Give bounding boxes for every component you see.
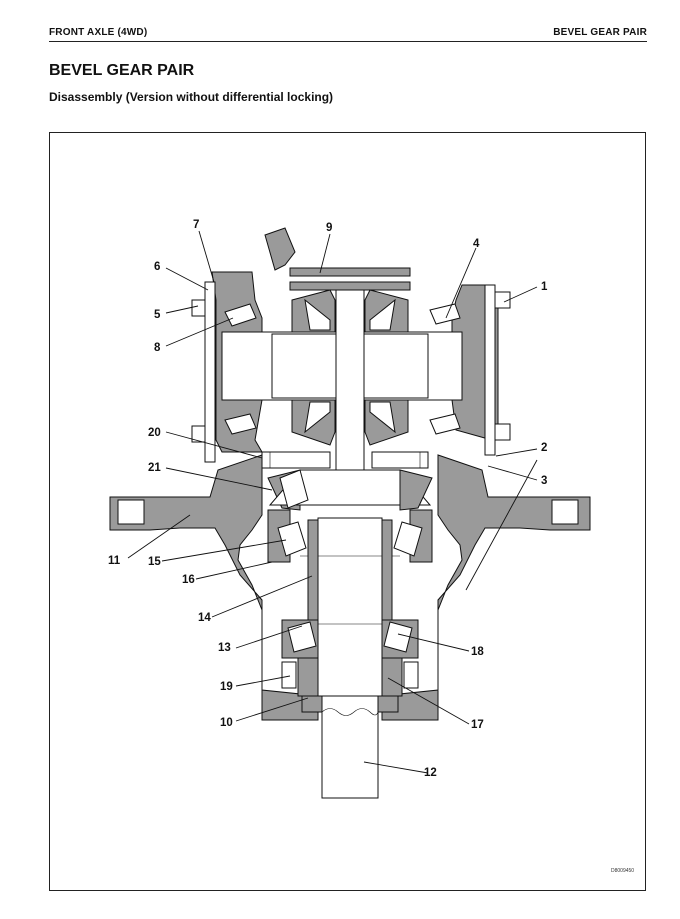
callout-19: 19 [220,681,233,693]
page-subtitle: Disassembly (Version without differentia… [49,90,334,104]
callout-8: 8 [154,342,161,354]
header-topic: BEVEL GEAR PAIR [553,27,647,38]
callout-5: 5 [154,309,161,321]
callout-1: 1 [541,281,548,293]
callout-11: 11 [108,555,121,567]
callout-16: 16 [182,574,195,586]
callout-6: 6 [154,261,160,273]
figure-code: D8009450 [611,868,634,874]
figure-frame [49,132,646,891]
callout-10: 10 [220,717,233,729]
callout-7: 7 [193,219,199,231]
callout-labels: 1 2 3 4 5 6 7 8 9 10 11 12 13 14 15 16 1… [108,219,548,779]
callout-15: 15 [148,556,161,568]
callout-18: 18 [471,646,484,658]
page-title: BEVEL GEAR PAIR [49,62,195,79]
callout-21: 21 [148,462,161,474]
callout-17: 17 [471,719,484,731]
leader-lines [127,230,538,774]
header-rule [49,41,647,42]
pinion-bearings [281,619,419,713]
crown-wheel-bolts [261,451,429,469]
side-bearings [191,281,511,463]
callout-2: 2 [541,442,547,454]
axle-housing [109,454,591,721]
callout-4: 4 [473,238,480,250]
header-section-title: FRONT AXLE (4WD) [49,27,148,38]
callout-9: 9 [326,222,332,234]
callout-3: 3 [541,475,547,487]
differential-carrier [211,227,499,473]
bevel-pinion [267,469,433,563]
callout-12: 12 [424,767,437,779]
callout-20: 20 [148,427,161,439]
callout-14: 14 [198,612,211,624]
callout-13: 13 [218,642,231,654]
pinion-shaft [300,517,400,799]
